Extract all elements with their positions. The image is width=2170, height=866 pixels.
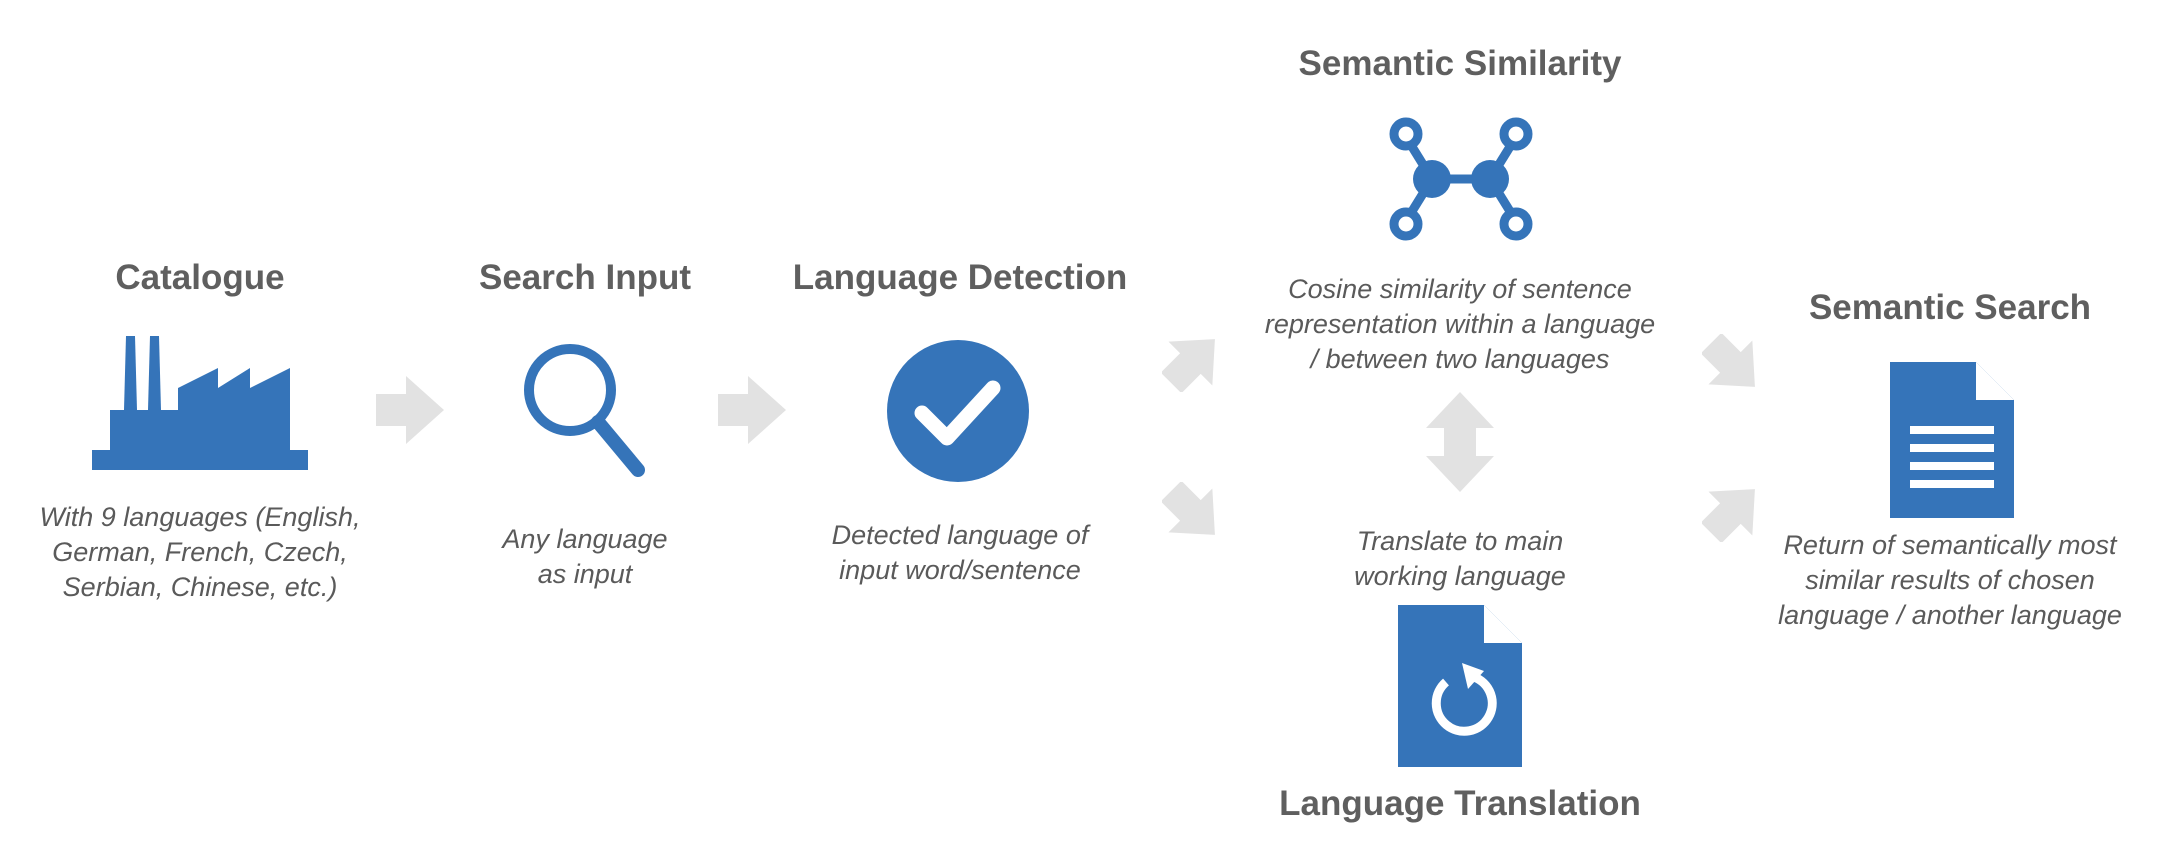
arrow-right-icon <box>376 376 444 444</box>
catalogue-desc-line: German, French, Czech, <box>52 537 348 567</box>
check-circle-icon <box>887 340 1029 482</box>
catalogue-desc-line: Serbian, Chinese, etc.) <box>62 572 338 602</box>
search-input-description: Any language as input <box>445 522 725 592</box>
search-input-desc-line: as input <box>537 559 633 589</box>
language-detection-desc-line: input word/sentence <box>839 555 1081 585</box>
catalogue-description: With 9 languages (English, German, Frenc… <box>20 500 380 605</box>
semantic-similarity-title: Semantic Similarity <box>1298 44 1622 83</box>
arrow-down-right-icon <box>1702 334 1764 396</box>
arrow-up-right-icon <box>1162 330 1224 392</box>
semantic-similarity-description: Cosine similarity of sentence representa… <box>1230 272 1690 377</box>
search-input-desc-line: Any language <box>502 524 668 554</box>
document-refresh-icon <box>1398 605 1522 767</box>
arrow-up-right-icon <box>1702 480 1764 542</box>
language-translation-description: Translate to main working language <box>1260 524 1660 594</box>
language-translation-title: Language Translation <box>1279 784 1641 823</box>
search-input-title: Search Input <box>479 258 691 297</box>
language-detection-title: Language Detection <box>792 258 1128 297</box>
semantic-search-desc-line: similar results of chosen <box>1805 565 2095 595</box>
semantic-search-desc-line: Return of semantically most <box>1783 530 2117 560</box>
semantic-search-title: Semantic Search <box>1808 288 2092 327</box>
semantic-search-desc-line: language / another language <box>1778 600 2122 630</box>
catalogue-desc-line: With 9 languages (English, <box>39 502 361 532</box>
arrow-up-down-icon <box>1424 392 1496 492</box>
catalogue-title: Catalogue <box>115 258 285 297</box>
semantic-search-description: Return of semantically most similar resu… <box>1745 528 2155 633</box>
semantic-similarity-desc-line: / between two languages <box>1310 344 1610 374</box>
semantic-similarity-desc-line: representation within a language <box>1264 309 1656 339</box>
language-detection-desc-line: Detected language of <box>831 520 1089 550</box>
semantic-similarity-desc-line: Cosine similarity of sentence <box>1288 274 1632 304</box>
document-lines-icon <box>1890 362 2014 518</box>
arrow-right-icon <box>718 376 786 444</box>
network-nodes-icon <box>1386 114 1536 244</box>
factory-icon <box>92 328 308 470</box>
arrow-down-right-icon <box>1162 482 1224 544</box>
language-detection-description: Detected language of input word/sentence <box>790 518 1130 588</box>
language-translation-desc-line: working language <box>1354 561 1566 591</box>
magnifier-icon <box>520 340 650 480</box>
language-translation-desc-line: Translate to main <box>1356 526 1564 556</box>
